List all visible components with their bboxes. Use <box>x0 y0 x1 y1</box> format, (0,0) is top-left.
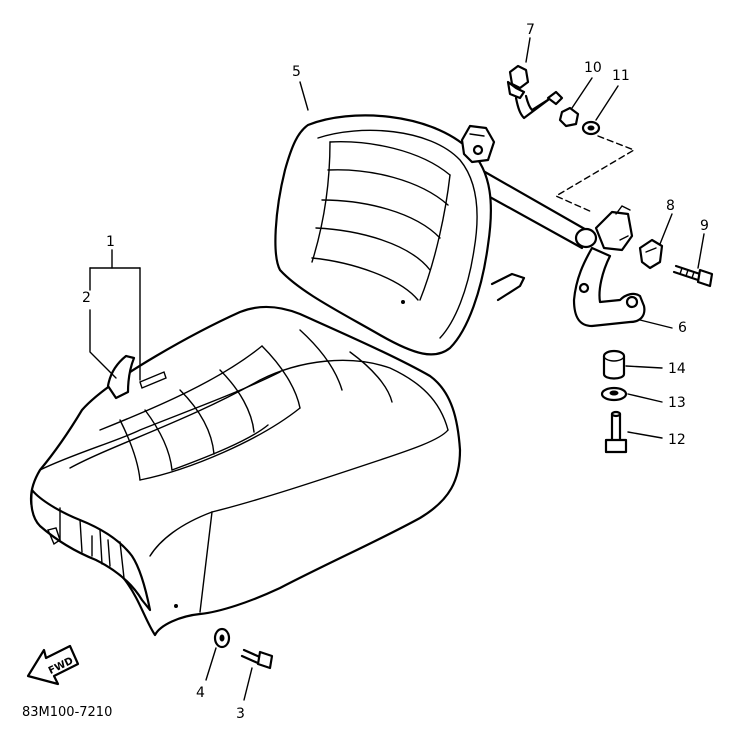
callout-10: 10 <box>584 60 602 76</box>
fwd-arrow: FWD <box>26 644 80 686</box>
leader-lines <box>89 37 705 701</box>
backrest-bracket <box>572 205 646 328</box>
callout-7: 7 <box>526 22 535 38</box>
callout-5: 5 <box>292 64 301 80</box>
hinge-mount-left <box>460 124 496 164</box>
callout-14: 14 <box>668 361 686 377</box>
washer-11 <box>581 120 601 136</box>
callout-8: 8 <box>666 198 675 214</box>
collar <box>558 106 580 128</box>
bolt-9 <box>672 264 714 288</box>
callout-4: 4 <box>196 685 205 701</box>
callout-6: 6 <box>678 320 687 336</box>
washer-13 <box>600 386 628 402</box>
washer-4 <box>213 627 231 649</box>
lock-pipe <box>506 64 564 120</box>
callout-13: 13 <box>668 395 686 411</box>
diagram-code: 83M100-7210 <box>22 705 112 720</box>
callout-11: 11 <box>612 68 630 84</box>
callout-1: 1 <box>106 234 115 250</box>
bolt-12 <box>604 410 628 454</box>
callout-2: 2 <box>82 290 91 306</box>
bolt-3 <box>240 648 274 670</box>
spacer-14 <box>602 349 626 380</box>
alignment-line <box>554 135 636 213</box>
callout-12: 12 <box>668 432 686 448</box>
clip <box>638 238 664 270</box>
seat <box>29 305 462 637</box>
backrest <box>274 114 492 356</box>
callout-3: 3 <box>236 706 245 722</box>
callout-9: 9 <box>700 218 709 234</box>
